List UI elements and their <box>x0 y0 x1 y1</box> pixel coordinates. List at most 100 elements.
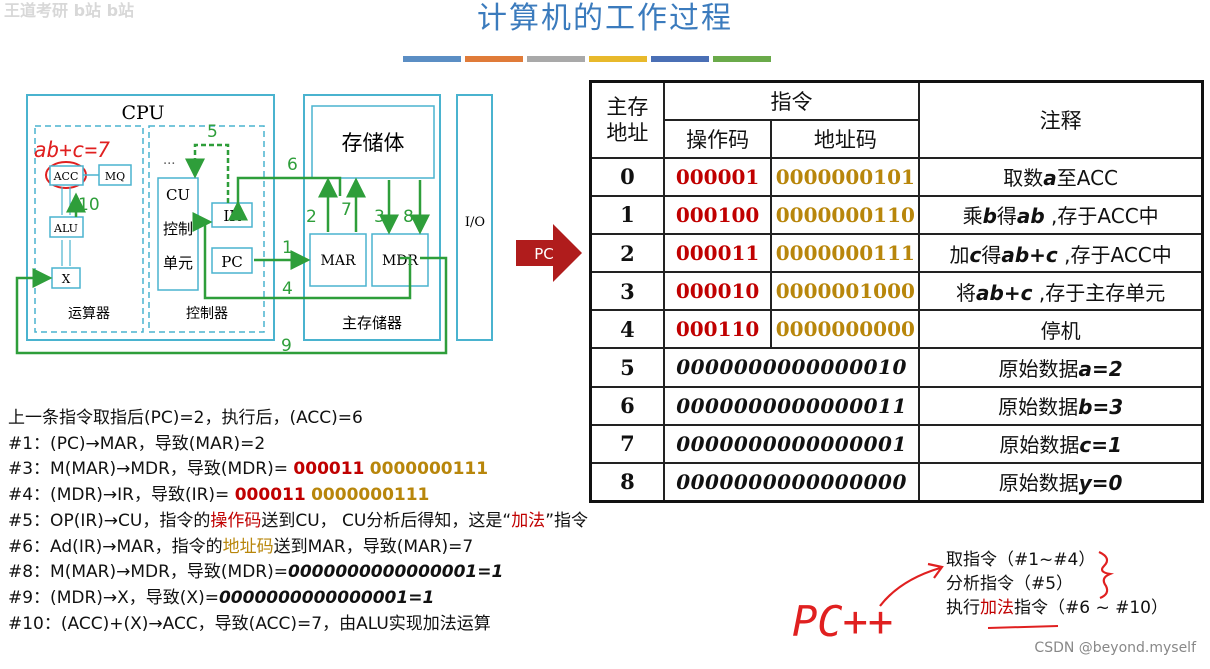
row-opcode: 000011 <box>662 232 773 274</box>
color-bar-5 <box>651 56 709 62</box>
alu-label: ALU <box>53 222 78 235</box>
step-4-label: 4 <box>282 279 293 299</box>
color-bar-3 <box>527 56 585 62</box>
note-var: a <box>1043 166 1057 191</box>
row-data: 0000000000000000 <box>662 461 921 503</box>
row-addr-code: 0000000000 <box>770 309 921 350</box>
note-text: 加 <box>949 242 970 267</box>
phase-text: 指令（#6 ~ #10） <box>1014 598 1168 618</box>
row-opcode: 000010 <box>662 271 773 312</box>
cu-label-1: CU <box>166 186 190 204</box>
step-text: #3：M(MAR)→MDR，导致(MDR)= <box>8 459 294 480</box>
row-data: 0000000000000001 <box>662 423 921 464</box>
main-memory-box <box>303 94 441 341</box>
mq-label: MQ <box>105 170 125 183</box>
row-note: 原始数据y=0 <box>918 461 1204 503</box>
step-line-8: #8：M(MAR)→MDR，导致(MDR)=0000000000000001=1 <box>8 560 768 586</box>
alu-group-box <box>34 125 144 333</box>
cu-label-2: 控制 <box>163 220 193 238</box>
mdr-label: MDR <box>382 253 419 269</box>
handwritten-note: ab+c=7 <box>34 138 110 162</box>
note-var: a=2 <box>1078 356 1123 381</box>
storage-body-label: 存储体 <box>342 131 405 155</box>
note-var: ab+c <box>1001 242 1058 267</box>
table-row: 8 0000000000000000 原始数据y=0 <box>589 461 1204 503</box>
handwritten-annotations: PC++ <box>792 551 1115 646</box>
step-text: #5：OP(IR)→CU，指令的 <box>8 510 211 531</box>
note-text: 得 <box>996 204 1017 229</box>
row-opcode: 000110 <box>662 309 773 350</box>
io-box <box>456 94 493 341</box>
mar-box <box>309 233 367 287</box>
step-8-label: 8 <box>403 207 414 227</box>
step-line-10: #10：(ACC)+(X)→ACC，导致(ACC)=7，由ALU实现加法运算 <box>8 613 491 634</box>
note-var: c=1 <box>1079 433 1122 458</box>
note-text: 乘 <box>962 204 983 229</box>
table-row: 1 000100 0000000110 乘b得ab ,存于ACC中 <box>589 194 1204 236</box>
controller-label: 控制器 <box>186 306 228 322</box>
note-text: 原始数据 <box>998 471 1079 496</box>
step-6-label: 6 <box>287 155 298 175</box>
row-note: 加c得ab+c ,存于ACC中 <box>918 232 1204 274</box>
phase-highlight: 加法 <box>980 598 1014 618</box>
step-text: 送到MAR，导致(MAR)=7 <box>273 536 474 557</box>
step-line-4: #4：(MDR)→IR，导致(IR)= 000011 0000000111 <box>8 483 768 509</box>
step-opcode: 000011 <box>234 485 306 506</box>
step-line-3: #3：M(MAR)→MDR，导致(MDR)= 000011 0000000111 <box>8 457 768 483</box>
row-note: 原始数据b=3 <box>918 385 1204 426</box>
step-5-label: 5 <box>207 122 218 142</box>
cpu-memory-diagram: CPU ab+c=7 ACC MQ ALU 10 X 运算器 ... CU 控制… <box>15 94 582 356</box>
mar-label: MAR <box>321 253 356 269</box>
instruction-table: 主存 地址 指令 注释 操作码 地址码 0 000001 0000000101 … <box>589 80 1204 503</box>
step-line-6: #6：Ad(IR)→MAR，指令的地址码送到MAR，导致(MAR)=7 <box>8 535 768 561</box>
pc-box <box>211 247 253 274</box>
row-data: 0000000000000010 <box>662 347 921 388</box>
cu-label-3: 单元 <box>163 254 193 272</box>
note-text: 得 <box>981 242 1002 267</box>
mdr-box <box>371 233 429 287</box>
table-header-row: 主存 地址 指令 注释 <box>589 80 1204 159</box>
pc-pointer-label: PC <box>534 245 554 263</box>
step-text: #9：(MDR)→X，导致(X)= <box>8 587 219 608</box>
step-text: 送到CU， CU分析后得知，这是“ <box>261 510 512 531</box>
storage-body-box <box>311 105 435 179</box>
note-var: b=3 <box>1078 395 1124 420</box>
note-text: ,存于ACC中 <box>1057 242 1172 267</box>
step-explanations: 上一条指令取指后(PC)=2，执行后，(ACC)=6 #1：(PC)→MAR，导… <box>8 406 768 637</box>
color-bar-1 <box>403 56 461 62</box>
header-address-line2: 地址 <box>606 120 649 145</box>
note-text: 取数 <box>1003 166 1044 191</box>
header-address: 主存 地址 <box>589 80 665 159</box>
table-row: 4 000110 0000000000 停机 <box>589 309 1204 350</box>
arrow-step-4 <box>192 212 412 300</box>
arrow-step-5 <box>185 143 230 203</box>
row-address: 3 <box>589 271 665 312</box>
cpu-label: CPU <box>121 102 164 124</box>
note-text: 将 <box>956 280 977 305</box>
row-address: 1 <box>589 194 665 236</box>
table-row: 6 0000000000000011 原始数据b=3 <box>589 385 1204 426</box>
row-address: 7 <box>589 423 665 464</box>
step-line-1: #1：(PC)→MAR，导致(MAR)=2 <box>8 433 266 454</box>
header-addr-code: 地址码 <box>770 118 921 159</box>
cu-dots: ... <box>163 153 175 168</box>
step-text: ”指令 <box>545 510 588 531</box>
note-text: ,存于主存单元 <box>1032 280 1166 305</box>
step-line-0: 上一条指令取指后(PC)=2，执行后，(ACC)=6 <box>8 408 363 428</box>
table-subheader-row: 操作码 地址码 <box>591 118 1203 159</box>
row-addr-code: 0000000101 <box>770 156 921 197</box>
note-text: 至ACC <box>1056 166 1119 191</box>
header-opcode: 操作码 <box>662 118 773 159</box>
header-instruction: 指令 <box>662 80 921 121</box>
header-address-line1: 主存 <box>606 94 649 119</box>
phase-summary: 取指令（#1~#4） 分析指令（#5） 执行加法指令（#6 ~ #10） <box>946 548 1168 620</box>
row-note: 原始数据a=2 <box>918 347 1204 388</box>
step-highlight-opcode: 操作码 <box>210 510 262 531</box>
step-2-label: 2 <box>306 207 317 227</box>
acc-label: ACC <box>53 170 79 183</box>
note-var: b <box>982 204 997 229</box>
phase-fetch: 取指令（#1~#4） <box>946 550 1096 570</box>
note-var: y=0 <box>1078 471 1123 496</box>
row-note: 取数a至ACC <box>918 156 1204 197</box>
faded-header-text: 王道考研 b站 b站 <box>4 1 135 20</box>
